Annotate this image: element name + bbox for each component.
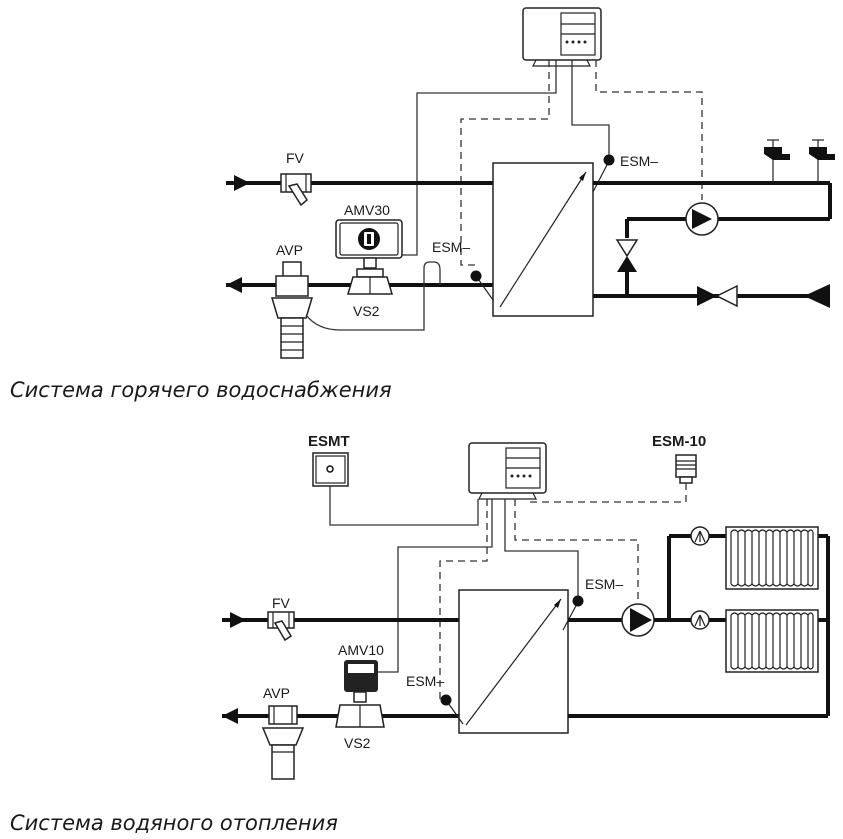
label-amv10: AMV10 [338,642,384,658]
hot-water-system: FV AVP AMV30 [10,7,835,402]
sensor-icon [440,694,464,725]
avp-regulator-icon [261,705,305,780]
pump-icon [685,202,719,236]
flow-arrow-icon [226,277,242,293]
valve-icon [697,284,738,308]
label-avp: AVP [263,685,290,701]
thermostat-icon [312,452,349,487]
avp-regulator-icon [270,261,314,359]
label-vs2: VS2 [344,735,371,751]
pump-icon [621,603,655,637]
wire-pump [595,60,703,200]
wire-esm10 [529,483,687,503]
flow-arrow-icon [230,612,246,628]
wire-amv [400,60,557,256]
label-esm-left: ESM– [432,239,470,255]
wire-esm-top [571,60,610,158]
faucet-icon [809,139,835,183]
sensor-icon [562,595,584,631]
flow-arrow-icon [222,708,238,724]
wire-pump [514,499,639,603]
label-esmt: ESMT [308,433,350,450]
label-vs2: VS2 [353,303,380,319]
heat-exchanger-icon [492,162,594,317]
amv-actuator-icon [335,219,403,269]
radiator-icon [725,609,819,673]
wire-esm-left [460,60,550,266]
controller-icon [468,442,547,500]
caption-heating: Система водяного отопления [10,811,338,835]
wire-esmt [329,486,479,526]
thermostatic-valve-icon [690,610,710,630]
radiator-icon [725,526,819,590]
label-avp: AVP [276,242,303,258]
thermostatic-valve-icon [690,526,710,546]
valve-icon [346,268,394,295]
wire-esm-left [439,499,488,701]
check-valve-icon [615,238,639,272]
caption-hot-water: Система горячего водоснабжения [10,378,392,402]
flow-arrow-icon [804,284,830,308]
sensor-icon [592,154,615,193]
label-esm10: ESM-10 [652,433,706,450]
amv-actuator-icon [344,660,378,703]
heat-exchanger-icon [458,589,569,734]
label-fv: FV [286,150,305,166]
label-amv30: AMV30 [344,202,390,218]
faucet-icon [764,139,790,183]
label-esm-top: ESM– [620,153,658,169]
sensor-icon [470,270,494,301]
controller-icon [522,7,602,67]
filter-icon [280,173,312,207]
label-fv: FV [272,595,291,611]
wire-amv10 [378,499,493,673]
impulse-tube [305,261,441,331]
wire-esm-top [504,499,579,598]
label-esm-left: ESM– [406,673,444,689]
label-esm-top: ESM– [585,576,623,592]
valve-icon [335,704,385,728]
sensor-icon [675,454,697,484]
heating-system: ESMT ESM-10 [10,433,830,835]
filter-icon [267,611,295,642]
flow-arrow-icon [234,175,250,191]
